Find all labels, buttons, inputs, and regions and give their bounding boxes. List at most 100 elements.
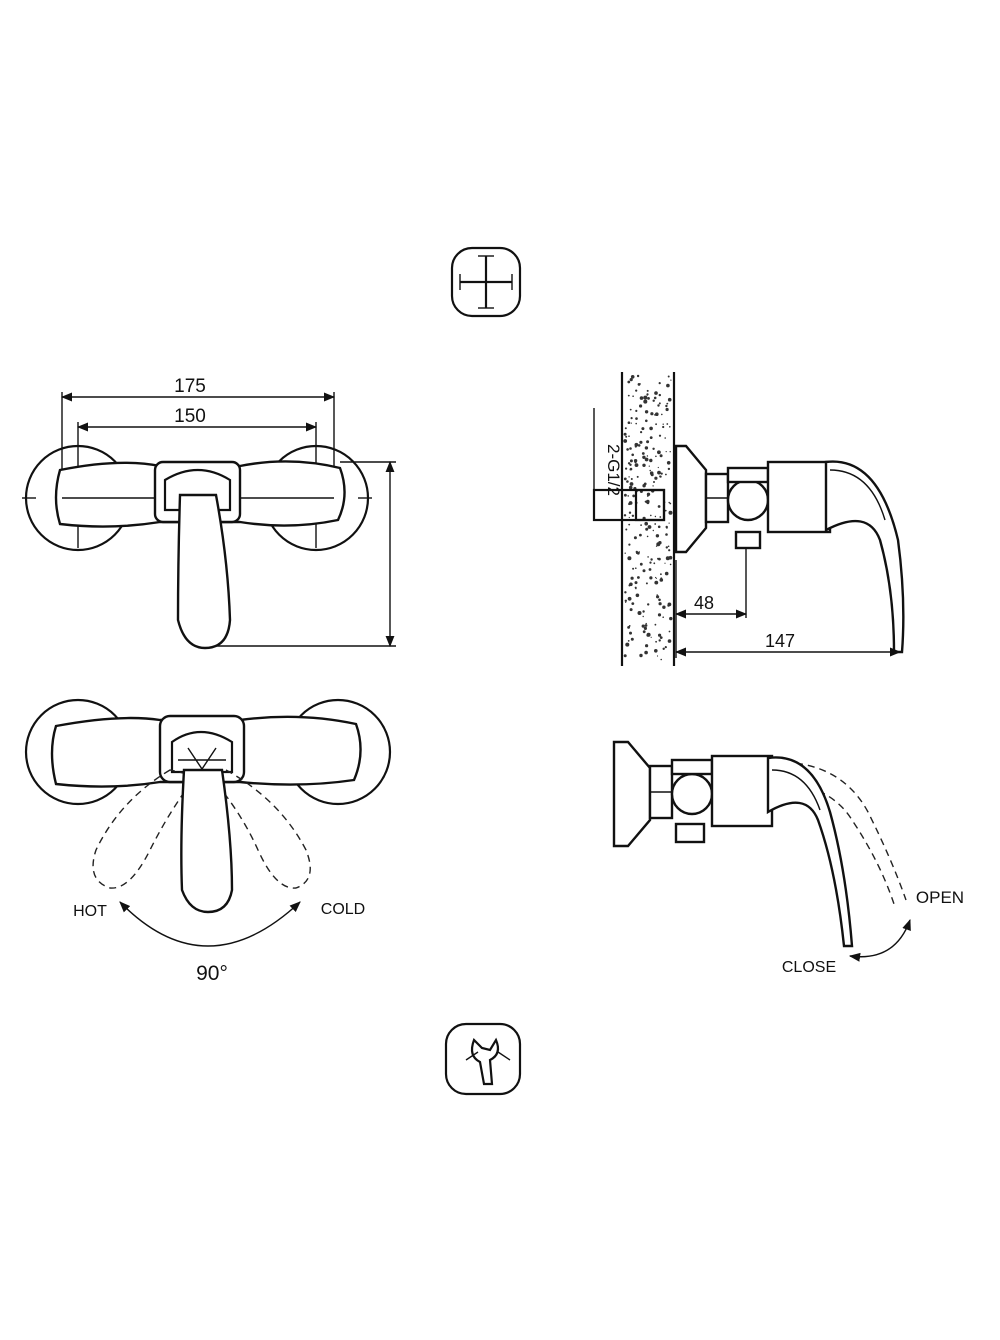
valve-body-2	[670, 772, 714, 816]
wall-speckle	[629, 408, 632, 411]
wall-speckle	[644, 457, 649, 462]
wall-speckle	[634, 586, 637, 589]
wall-speckle	[660, 472, 663, 475]
wall-speckle	[629, 467, 633, 471]
wall-speckle	[625, 601, 627, 604]
wall-speckle	[662, 423, 664, 425]
wall-speckle	[659, 454, 663, 458]
wall-speckle	[629, 631, 632, 635]
wall-speckle	[627, 462, 631, 465]
wall-speckle	[630, 478, 633, 480]
wall-speckle	[629, 463, 632, 466]
wall-speckle	[662, 647, 665, 650]
thread-label: 2-G1/2	[604, 444, 623, 496]
wall-speckle	[647, 525, 652, 529]
wall-speckle	[650, 636, 652, 638]
valve-body	[726, 478, 770, 522]
wall-speckle	[652, 399, 655, 402]
wall-speckle	[642, 610, 645, 613]
wall-speckle	[635, 409, 638, 412]
dimension-150-label: 150	[174, 406, 206, 427]
wall-speckle	[669, 616, 673, 621]
wall-speckle	[649, 471, 654, 476]
wall-speckle	[644, 650, 648, 655]
wall-speckle	[662, 425, 665, 429]
cartridge-body	[766, 460, 832, 534]
wall-speckle	[666, 383, 670, 388]
outlet-stub	[734, 530, 762, 550]
wall-speckle	[626, 448, 629, 451]
wall-speckle	[624, 591, 627, 594]
wall-speckle	[652, 529, 654, 532]
wall-speckle	[624, 599, 627, 602]
wall-speckle	[644, 410, 649, 414]
cartridge-body-2	[710, 754, 774, 828]
wall-speckle	[654, 580, 659, 585]
wall-speckle	[650, 514, 652, 517]
wall-speckle	[643, 399, 648, 404]
wall-speckle	[668, 522, 670, 524]
wall-speckle	[636, 475, 639, 478]
wall-speckle	[661, 413, 663, 416]
wall-speckle	[643, 395, 648, 400]
wall-speckle	[655, 577, 658, 579]
wall-speckle	[665, 451, 667, 453]
wall-speckle	[631, 453, 634, 457]
wall-speckle	[634, 581, 638, 585]
wall-speckle	[653, 481, 655, 483]
open-close-arrow	[848, 918, 911, 962]
wall-speckle	[653, 396, 657, 400]
rotation-view: HOT COLD 90°	[24, 698, 392, 985]
wall-speckle	[649, 426, 653, 431]
wall-speckle	[631, 602, 635, 605]
wall-speckle	[632, 494, 636, 498]
wall-speckle	[644, 624, 648, 627]
wall-speckle	[668, 510, 673, 515]
wall-speckle	[641, 452, 645, 455]
wall-speckle	[669, 502, 672, 505]
wall-speckle	[639, 404, 643, 408]
wall-speckle	[639, 653, 643, 658]
wall-speckle	[637, 576, 640, 579]
wall-speckle	[650, 458, 652, 461]
wall-speckle	[635, 417, 638, 420]
wall-speckle	[659, 516, 662, 518]
wall-speckle	[647, 603, 650, 606]
wall-speckle	[625, 467, 628, 470]
wall-speckle	[639, 383, 641, 385]
wall-speckle	[664, 646, 667, 649]
wall-speckle	[655, 640, 657, 643]
wall-speckle	[624, 427, 627, 430]
wall-speckle	[634, 461, 637, 464]
wall-speckle	[668, 501, 670, 504]
wall-speckle	[658, 633, 662, 637]
wall-speckle	[664, 562, 666, 564]
wall-speckle	[667, 467, 671, 471]
outlet-stub-2	[674, 822, 706, 844]
wall-speckle	[627, 640, 630, 642]
wall-speckle	[632, 567, 635, 570]
wall-speckle	[652, 447, 655, 450]
wall-speckle	[647, 397, 650, 400]
wall-speckle	[653, 562, 656, 565]
wall-speckle	[657, 525, 661, 529]
wall-speckle	[658, 598, 661, 602]
wall-speckle	[639, 396, 644, 400]
dimension-175-label: 175	[174, 376, 206, 397]
wall-speckle	[628, 516, 630, 519]
wall-speckle	[667, 375, 670, 378]
wall-speckle	[637, 611, 642, 615]
wall-speckle	[657, 470, 661, 475]
wall-speckle	[646, 389, 649, 392]
wall-speckle	[667, 545, 670, 548]
wall-speckle	[646, 455, 649, 457]
wall-speckle	[628, 523, 631, 526]
wall-speckle	[630, 576, 634, 580]
wall-speckle	[666, 423, 669, 425]
wall-speckle	[646, 535, 649, 538]
wall-speckle	[625, 642, 630, 647]
wall-speckle	[639, 533, 642, 537]
wall-speckle	[667, 602, 672, 607]
wall-speckle	[641, 624, 645, 628]
wall-speckle	[662, 605, 666, 609]
